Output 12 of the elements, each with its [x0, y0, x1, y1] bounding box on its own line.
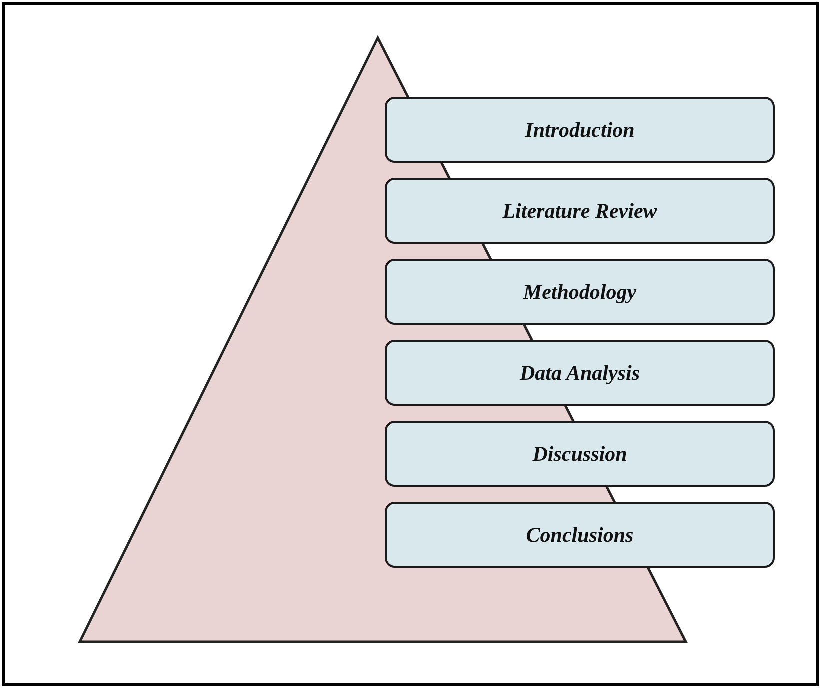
section-box — [385, 97, 775, 163]
section-label: Data Analysis — [520, 360, 640, 386]
section-label: Methodology — [523, 280, 637, 304]
section-box — [385, 259, 775, 325]
section-box — [385, 340, 775, 406]
section-box — [385, 502, 775, 568]
section-label: Literature Review — [502, 198, 658, 224]
section-label: Introduction — [525, 118, 635, 142]
section-box — [385, 421, 775, 487]
section-box — [385, 178, 775, 244]
section-label: Conclusions — [526, 522, 634, 548]
section-label: Discussion — [532, 442, 628, 466]
